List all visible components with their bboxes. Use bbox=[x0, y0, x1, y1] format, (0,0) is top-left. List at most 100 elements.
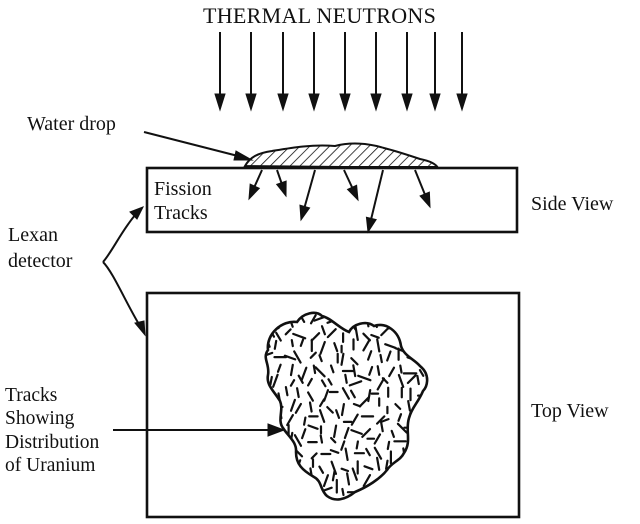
track-mark-152 bbox=[278, 432, 283, 447]
track-mark-223 bbox=[393, 485, 401, 496]
track-mark-40 bbox=[362, 338, 371, 352]
track-mark-6 bbox=[313, 315, 328, 322]
track-mark-186 bbox=[318, 465, 325, 474]
track-mark-139 bbox=[301, 428, 307, 440]
track-mark-95 bbox=[307, 391, 314, 402]
track-mark-60 bbox=[419, 351, 424, 360]
track-mark-113 bbox=[340, 403, 345, 417]
neutron-arrow-9-head bbox=[456, 93, 468, 112]
track-mark-109 bbox=[294, 402, 302, 414]
track-mark-98 bbox=[341, 387, 350, 400]
track-mark-216 bbox=[321, 486, 333, 493]
track-mark-190 bbox=[363, 465, 374, 471]
tracks-distribution-label-line-4: of Uranium bbox=[5, 455, 96, 477]
track-mark-199 bbox=[296, 474, 310, 482]
track-mark-14 bbox=[405, 315, 411, 324]
track-mark-20 bbox=[310, 332, 321, 342]
track-mark-221 bbox=[373, 488, 388, 496]
track-mark-1 bbox=[266, 317, 270, 328]
track-mark-172 bbox=[329, 449, 340, 454]
track-mark-56 bbox=[379, 353, 383, 364]
track-mark-26 bbox=[370, 333, 380, 339]
track-mark-180 bbox=[423, 450, 428, 462]
track-mark-127 bbox=[335, 409, 341, 419]
track-mark-211 bbox=[265, 482, 267, 494]
track-mark-91 bbox=[265, 386, 268, 398]
track-mark-164 bbox=[411, 437, 416, 451]
neutron-arrow-1-head bbox=[214, 93, 226, 112]
track-mark-67 bbox=[329, 364, 335, 374]
track-mark-192 bbox=[385, 459, 389, 470]
track-mark-218 bbox=[341, 487, 345, 497]
track-mark-129 bbox=[350, 413, 359, 426]
fission-track-3-head bbox=[299, 204, 311, 222]
neutron-arrow-7-head bbox=[401, 93, 413, 112]
fission-track-5-shaft bbox=[369, 169, 384, 225]
neutron-arrow-6-head bbox=[370, 93, 382, 112]
track-mark-32 bbox=[273, 339, 278, 350]
track-mark-208 bbox=[396, 478, 404, 485]
track-mark-146 bbox=[379, 419, 384, 433]
thermal-neutrons-label: THERMAL NEUTRONS bbox=[203, 3, 437, 28]
track-mark-53 bbox=[340, 352, 345, 366]
track-mark-24 bbox=[354, 326, 359, 341]
track-mark-212 bbox=[271, 485, 279, 492]
track-mark-106 bbox=[267, 406, 277, 411]
neutron-arrows bbox=[214, 32, 468, 112]
track-mark-42 bbox=[384, 343, 397, 349]
track-mark-21 bbox=[320, 325, 326, 336]
track-mark-173 bbox=[344, 447, 349, 461]
track-mark-161 bbox=[373, 433, 382, 445]
track-mark-99 bbox=[349, 389, 356, 399]
tracks-leader bbox=[113, 423, 286, 437]
track-mark-115 bbox=[358, 396, 370, 408]
track-mark-66 bbox=[314, 366, 326, 378]
track-mark-80 bbox=[307, 377, 313, 387]
lexan-detector-side bbox=[145, 166, 519, 234]
track-mark-65 bbox=[312, 364, 317, 375]
track-mark-69 bbox=[352, 364, 357, 378]
track-mark-140 bbox=[307, 424, 319, 430]
track-mark-93 bbox=[284, 386, 289, 397]
lexan-detector-label: Lexan detector bbox=[8, 222, 72, 275]
water-drop-leader bbox=[143, 131, 254, 161]
track-mark-50 bbox=[309, 351, 317, 359]
track-mark-196 bbox=[267, 475, 272, 488]
track-mark-37 bbox=[333, 342, 339, 353]
track-mark-17 bbox=[275, 331, 282, 342]
track-mark-78 bbox=[289, 379, 296, 387]
lexan-detector-top bbox=[145, 291, 521, 519]
track-mark-151 bbox=[265, 438, 272, 446]
track-mark-36 bbox=[319, 340, 326, 355]
fission-tracks-label-line-2: Tracks bbox=[154, 201, 208, 224]
track-mark-90 bbox=[416, 374, 420, 386]
track-mark-159 bbox=[355, 440, 359, 450]
lexan-detector-label-line-1: Lexan bbox=[8, 224, 58, 246]
track-mark-176 bbox=[373, 446, 383, 460]
track-mark-57 bbox=[386, 350, 392, 362]
track-mark-204 bbox=[351, 467, 358, 481]
track-mark-30 bbox=[417, 334, 427, 339]
track-mark-19 bbox=[292, 332, 307, 340]
track-mark-76 bbox=[269, 375, 273, 386]
track-mark-188 bbox=[340, 467, 350, 473]
track-mark-224 bbox=[411, 485, 417, 494]
track-mark-85 bbox=[357, 374, 372, 382]
track-mark-124 bbox=[303, 416, 307, 426]
track-mark-45 bbox=[417, 344, 428, 356]
top-view-label: Top View bbox=[531, 400, 609, 422]
track-mark-179 bbox=[410, 445, 417, 455]
neutron-arrow-5-head bbox=[339, 93, 351, 112]
track-mark-119 bbox=[407, 400, 411, 412]
track-mark-193 bbox=[396, 467, 405, 472]
track-mark-123 bbox=[286, 414, 294, 427]
track-mark-46 bbox=[265, 351, 274, 358]
track-mark-147 bbox=[390, 429, 395, 438]
neutron-arrow-2-head bbox=[245, 93, 257, 112]
track-mark-168 bbox=[290, 450, 296, 459]
track-mark-51 bbox=[318, 354, 323, 363]
fission-track-arrows bbox=[248, 169, 431, 234]
track-mark-156 bbox=[319, 434, 324, 444]
track-mark-112 bbox=[326, 406, 334, 414]
